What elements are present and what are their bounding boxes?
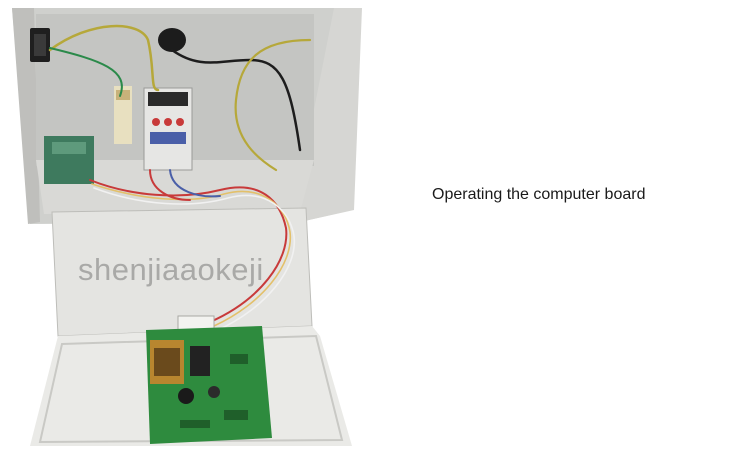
- contactor: [143, 87, 193, 171]
- watermark-text: shenjiaaokeji: [78, 252, 264, 287]
- power-switch: [30, 28, 50, 62]
- cable-grommet: [158, 28, 186, 52]
- small-relay: [114, 86, 132, 144]
- transformer: [44, 136, 94, 184]
- caption-text: Operating the computer board: [432, 186, 646, 203]
- wiring: [48, 24, 312, 331]
- control-pcb: [146, 326, 272, 444]
